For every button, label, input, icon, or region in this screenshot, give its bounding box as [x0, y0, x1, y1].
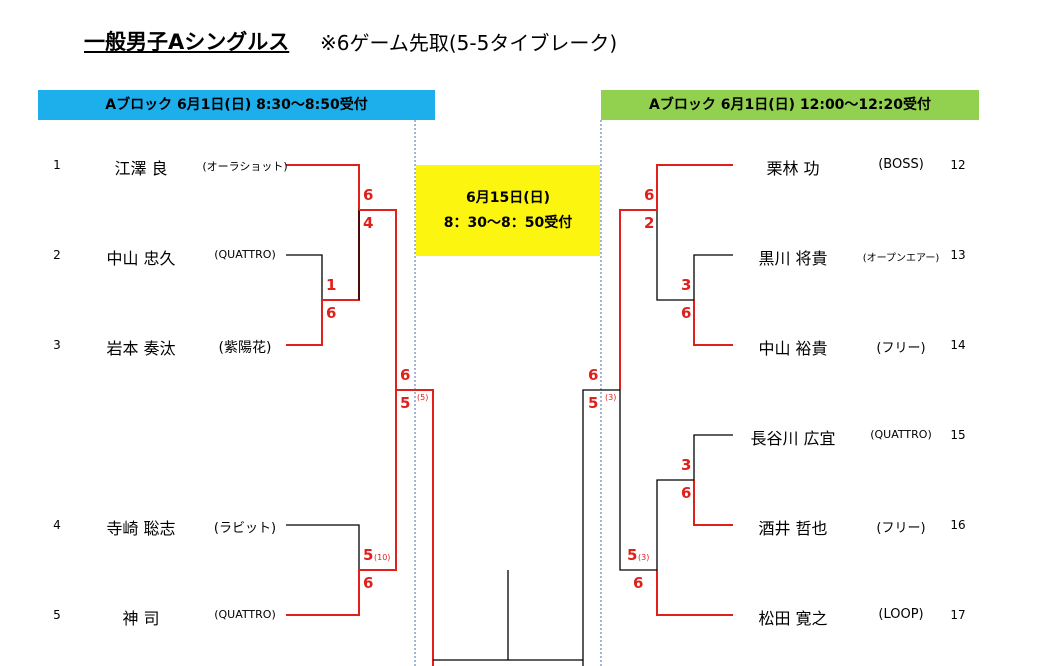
player-club: (フリー) [876, 341, 926, 356]
player-number: 2 [53, 248, 61, 262]
tiebreak-score: (3) [638, 553, 650, 562]
score: 1 [326, 276, 337, 294]
score: 6 [588, 366, 599, 384]
player-club: (QUATTRO) [214, 608, 276, 621]
score: 6 [363, 574, 374, 592]
score: 3 [681, 456, 692, 474]
bracket-line-p12 [656, 164, 733, 210]
player-name: 中山 忠久 [106, 249, 176, 268]
player-name: 岩本 奏汰 [106, 339, 176, 358]
score: 4 [363, 214, 374, 232]
score: 5 [363, 546, 374, 564]
score: 3 [681, 276, 692, 294]
player-name: 松田 寛之 [758, 609, 828, 628]
left-block-header: Aブロック 6月1日(日) 8:30〜8:50受付 [38, 90, 435, 120]
score: 5 [588, 394, 599, 412]
score: 6 [681, 304, 692, 322]
score: 6 [681, 484, 692, 502]
player-name: 長谷川 広宜 [750, 429, 836, 448]
player-number: 1 [53, 158, 61, 172]
player-name: 江澤 良 [114, 159, 168, 178]
score: 6 [363, 186, 374, 204]
player-name: 栗林 功 [766, 159, 820, 178]
player-club: (QUATTRO) [870, 428, 932, 441]
player-number: 3 [53, 338, 61, 352]
player-number: 16 [950, 518, 966, 532]
player-number: 15 [950, 428, 966, 442]
tiebreak-score: (5) [417, 393, 429, 402]
player-number: 5 [53, 608, 61, 622]
score: 2 [644, 214, 655, 232]
player-club: (BOSS) [878, 157, 924, 172]
bracket-line-p4 [286, 524, 360, 570]
bracket-line-p17 [656, 570, 733, 616]
bracket-line-p13 [693, 254, 733, 300]
player-name: 黒川 将貴 [758, 249, 828, 268]
player-number: 12 [950, 158, 966, 172]
final-date-box: 6月15日(日) 8：30〜8：50受付 [416, 165, 600, 256]
final-checkin-time: 8：30〜8：50受付 [443, 214, 573, 231]
page-title: 一般男子Aシングルス [84, 30, 290, 54]
final-date: 6月15日(日) [465, 189, 551, 206]
bracket-line-p1 [286, 164, 360, 210]
bracket-line-p2 [286, 254, 323, 300]
page-subtitle: ※6ゲーム先取(5-5タイブレーク) [320, 31, 618, 55]
player-club: (紫陽花) [218, 340, 272, 356]
player-club: (QUATTRO) [214, 248, 276, 261]
player-name: 酒井 哲也 [758, 519, 828, 538]
player-club: (オーラショット) [202, 160, 288, 173]
player-club: (ラビット) [213, 521, 277, 536]
player-number: 4 [53, 518, 61, 532]
bracket-line-p15 [693, 434, 733, 480]
right-block-header: Aブロック 6月1日(日) 12:00〜12:20受付 [601, 90, 979, 120]
bracket-line-top-winner [359, 209, 397, 390]
player-club: (オープンエアー) [862, 253, 940, 264]
score: 6 [400, 366, 411, 384]
bracket-line-p14 [693, 300, 733, 346]
tiebreak-score: (3) [605, 393, 617, 402]
score: 6 [633, 574, 644, 592]
score: 5 [627, 546, 638, 564]
bracket-line-left-final [396, 389, 434, 666]
score: 6 [644, 186, 655, 204]
tiebreak-score: (10) [374, 553, 391, 562]
bracket-line-right-top-winner [619, 209, 657, 390]
player-name: 中山 裕貴 [758, 339, 828, 358]
score: 5 [400, 394, 411, 412]
bracket-line-p16 [693, 480, 733, 526]
score: 6 [326, 304, 337, 322]
player-name: 寺崎 聡志 [106, 519, 176, 538]
player-club: (LOOP) [878, 607, 924, 622]
bracket-line-p5 [286, 390, 397, 616]
player-number: 13 [950, 248, 966, 262]
player-number: 17 [950, 608, 966, 622]
player-number: 14 [950, 338, 966, 352]
bracket-line-right-final [582, 389, 620, 666]
player-name: 神 司 [122, 609, 160, 628]
player-club: (フリー) [876, 521, 926, 536]
